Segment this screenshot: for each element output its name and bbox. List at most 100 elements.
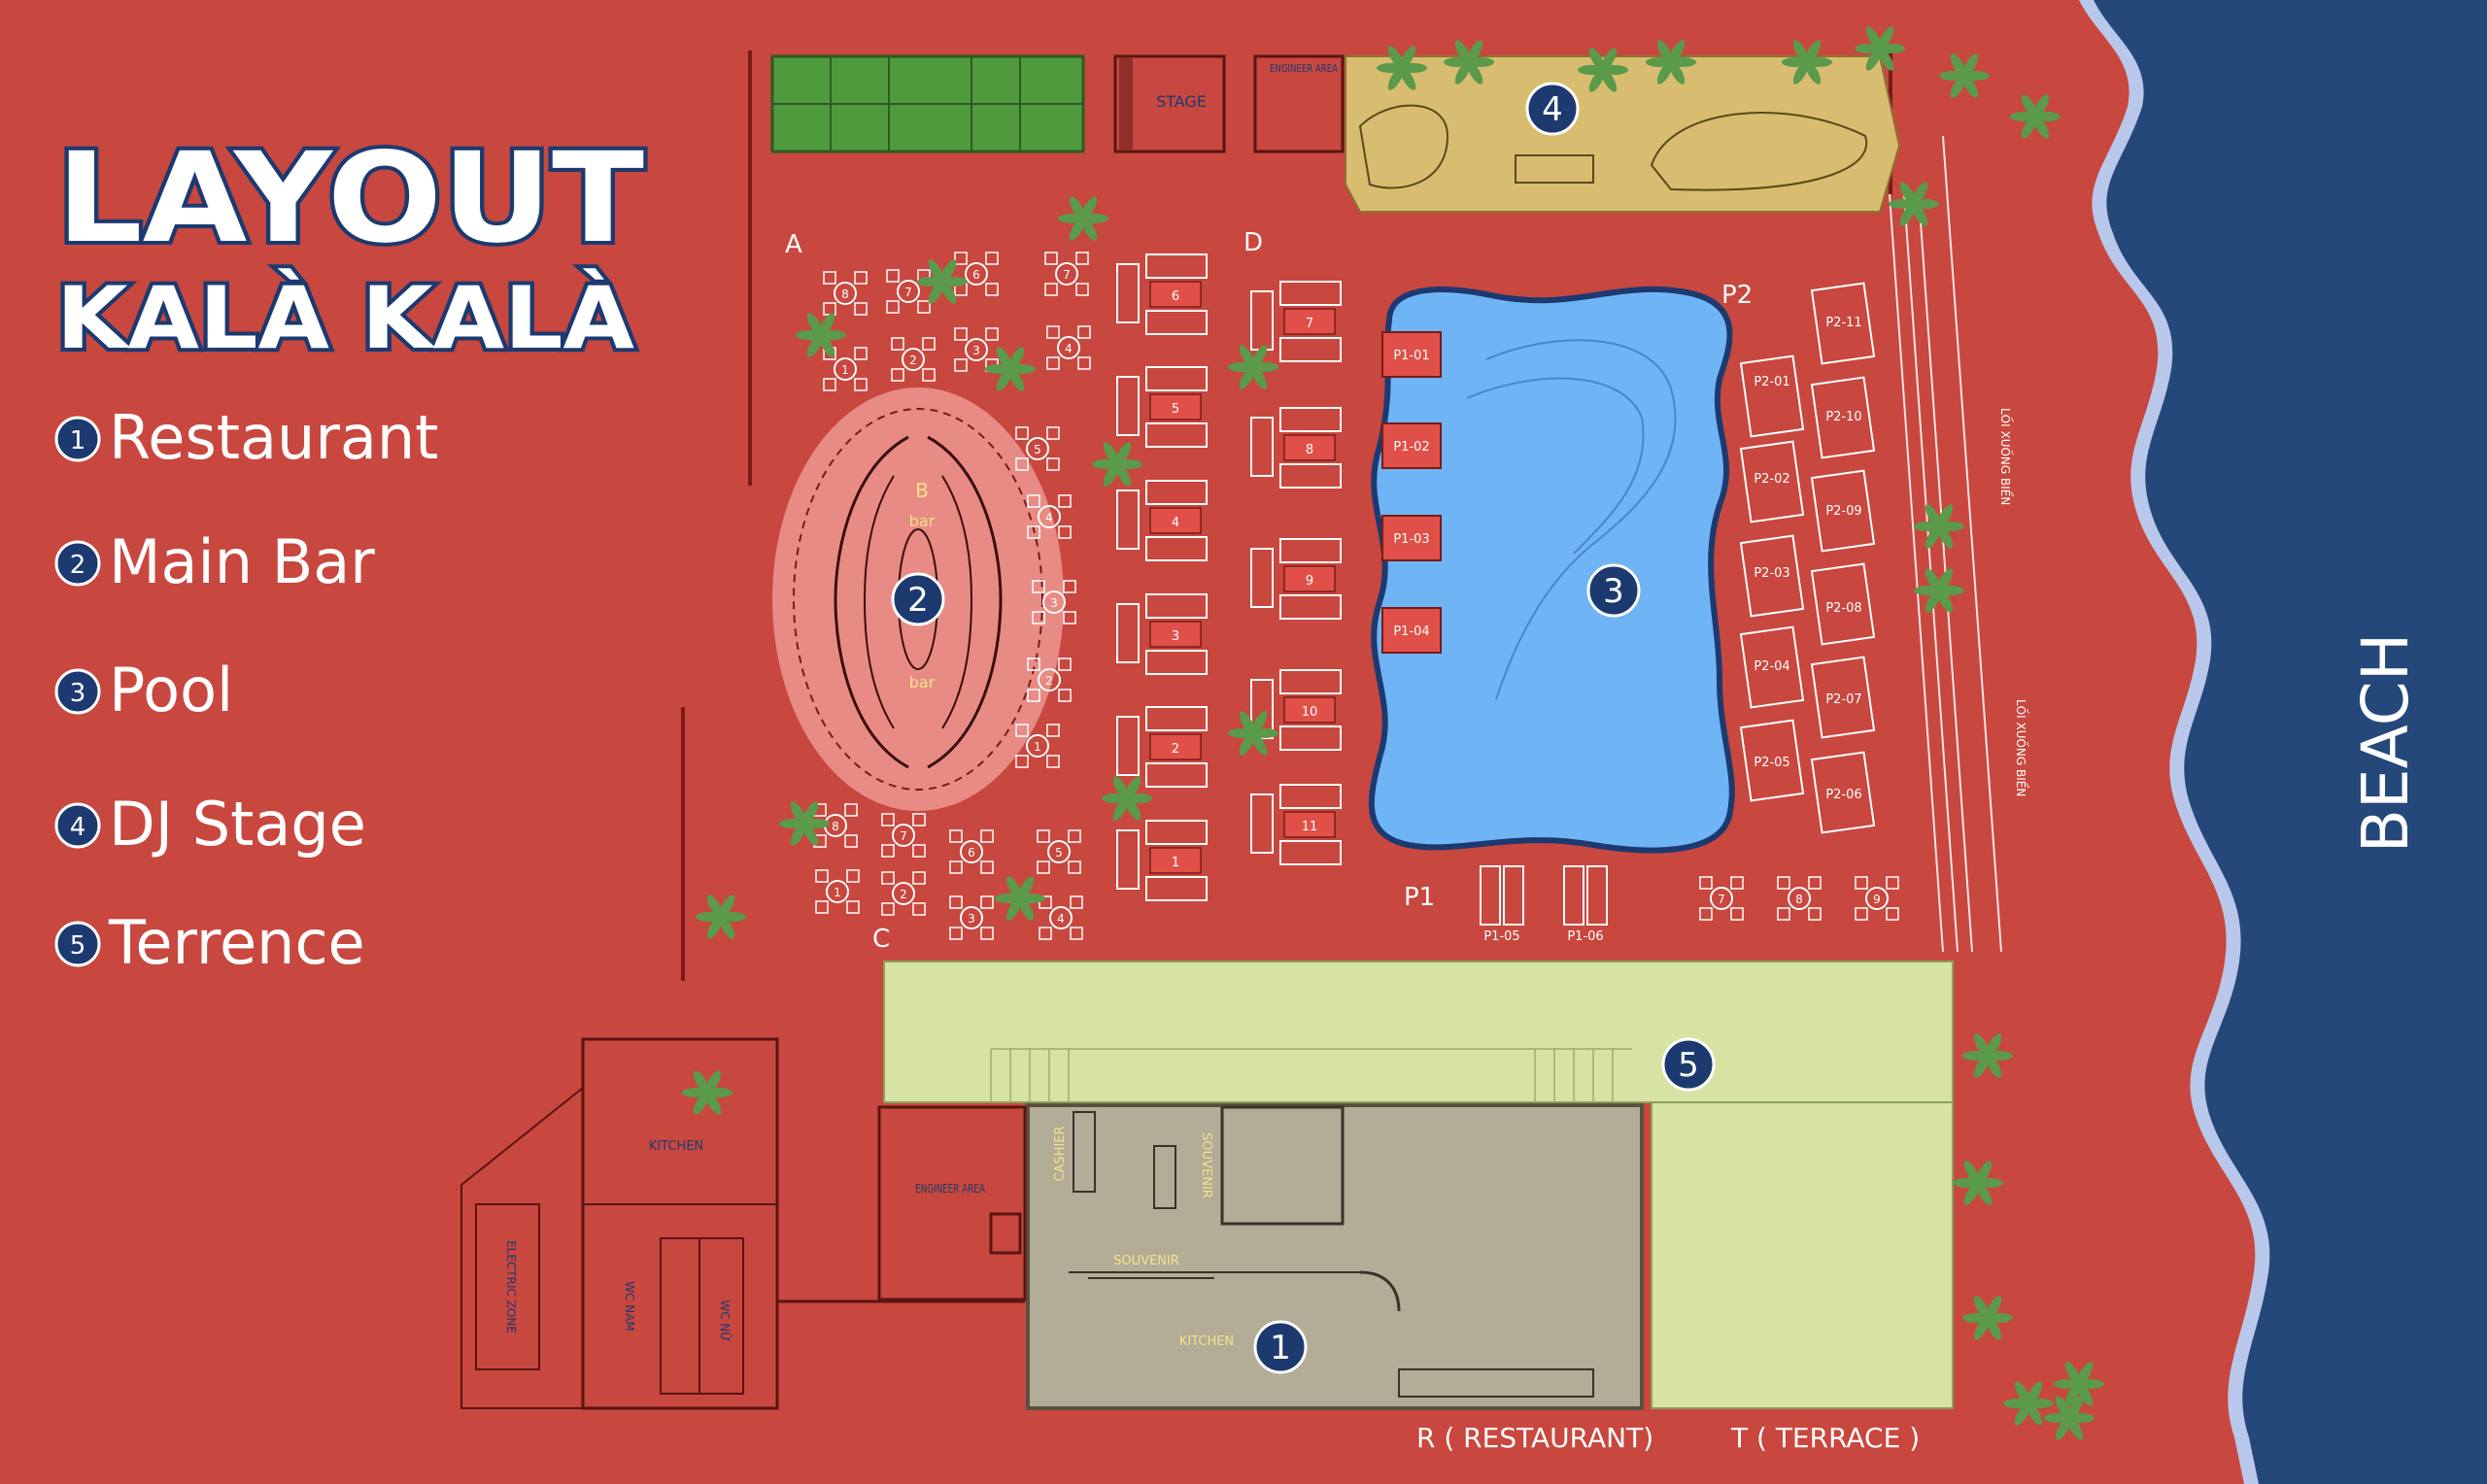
lounger-label: P2-02 xyxy=(1754,472,1789,487)
main-bar-zone[interactable]: B bar bar 2 xyxy=(772,388,1064,811)
table-bar-side-1[interactable]: 5 xyxy=(1015,426,1060,471)
table-pool-bottom-8[interactable]: 8 xyxy=(1777,876,1822,921)
table-zone-a-1[interactable]: 8 xyxy=(823,271,868,316)
wc-nu-label: WC NỮ xyxy=(718,1299,732,1341)
terrace-zone[interactable]: 5 xyxy=(883,961,1954,1409)
wc-nam-label: WC NAM xyxy=(623,1281,636,1332)
legend-number: 4 xyxy=(70,813,86,842)
table-bar-side-2[interactable]: 4 xyxy=(1027,494,1072,539)
electric-zone-label: ELECTRIC ZONE xyxy=(504,1240,518,1333)
sofa-right-11[interactable]: 11 xyxy=(1250,784,1342,865)
table-label: 4 xyxy=(1045,511,1053,524)
table-zone-a-4[interactable]: 7 xyxy=(1044,252,1089,296)
table-label: 4 xyxy=(1065,342,1073,355)
pool-zone[interactable]: 3 xyxy=(1368,286,1735,854)
lounger-p2-08[interactable]: P2-08 xyxy=(1810,562,1876,646)
legend-number: 3 xyxy=(70,679,86,708)
table-zone-a-5[interactable]: 1 xyxy=(823,347,868,391)
legend-item-pool[interactable]: 3 Pool xyxy=(54,655,233,725)
restaurant-marker: 1 xyxy=(1270,1329,1291,1367)
table-zone-c-7[interactable]: 3 xyxy=(949,895,994,940)
beach-path-label-1: LỐI XUỐNG BIỂN xyxy=(1998,408,2014,505)
sofa-right-7[interactable]: 7 xyxy=(1250,281,1342,362)
lounger-p2-09[interactable]: P2-09 xyxy=(1810,469,1876,553)
table-bar-side-4[interactable]: 2 xyxy=(1027,658,1072,702)
table-zone-c-6[interactable]: 2 xyxy=(881,871,926,916)
lounger-p2-05[interactable]: P2-05 xyxy=(1739,719,1805,802)
legend-item-restaurant[interactable]: 1 Restaurant xyxy=(54,402,438,473)
cabana-p1-02[interactable]: P1-02 xyxy=(1381,422,1442,469)
lounger-p2-06[interactable]: P2-06 xyxy=(1810,751,1876,834)
sofa-left-6[interactable]: 6 xyxy=(1116,253,1208,335)
sofa-table-label: 3 xyxy=(1172,629,1179,644)
table-label: 7 xyxy=(1718,893,1725,906)
table-zone-a-7[interactable]: 3 xyxy=(954,327,999,372)
table-zone-c-3[interactable]: 6 xyxy=(949,829,994,874)
cabana-label: P1-04 xyxy=(1393,624,1429,639)
table-bar-side-5[interactable]: 1 xyxy=(1015,724,1060,768)
dj-stage-zone[interactable]: 4 xyxy=(1345,55,1901,213)
table-zone-c-4[interactable]: 5 xyxy=(1037,829,1081,874)
table-bar-side-3[interactable]: 3 xyxy=(1032,580,1076,624)
table-zone-c-2[interactable]: 7 xyxy=(881,813,926,858)
table-label: 5 xyxy=(1055,846,1063,860)
lounger-p2-07[interactable]: P2-07 xyxy=(1810,656,1876,739)
lounger-p2-01[interactable]: P2-01 xyxy=(1739,354,1805,438)
lounger-p2-04[interactable]: P2-04 xyxy=(1739,625,1805,709)
lounger-p2-03[interactable]: P2-03 xyxy=(1739,534,1805,618)
sofa-left-4[interactable]: 4 xyxy=(1116,480,1208,561)
lounger-p1-05[interactable]: P1-05 xyxy=(1480,865,1524,944)
palm-tree-icon xyxy=(1228,711,1278,756)
cabana-p1-04[interactable]: P1-04 xyxy=(1381,607,1442,654)
table-zone-a-8[interactable]: 4 xyxy=(1046,325,1091,370)
table-label: 8 xyxy=(841,287,849,301)
sofa-left-5[interactable]: 5 xyxy=(1116,366,1208,448)
sofa-right-8[interactable]: 8 xyxy=(1250,407,1342,489)
lounger-p1-06[interactable]: P1-06 xyxy=(1563,865,1608,944)
legend-item-terrence[interactable]: 5 Terrence xyxy=(54,907,365,978)
lounger-p2-02[interactable]: P2-02 xyxy=(1739,440,1805,523)
table-zone-a-3[interactable]: 6 xyxy=(954,252,999,296)
legend: 1 Restaurant 2 Main Bar 3 Pool 4 DJ Stag… xyxy=(54,402,438,978)
sofa-right-9[interactable]: 9 xyxy=(1250,538,1342,620)
sofa-right-10[interactable]: 10 xyxy=(1250,669,1342,751)
sofa-table-label: 10 xyxy=(1302,705,1318,720)
sofa-left-1[interactable]: 1 xyxy=(1116,820,1208,901)
zone-a-label: A xyxy=(785,230,802,259)
table-label: 9 xyxy=(1873,893,1881,906)
lounger-label: P1-05 xyxy=(1483,929,1519,944)
table-zone-c-5[interactable]: 1 xyxy=(815,869,860,914)
table-label: 7 xyxy=(904,286,912,299)
cabana-label: P1-03 xyxy=(1393,532,1429,547)
green-room-zone xyxy=(770,54,1085,153)
zone-p2-label: P2 xyxy=(1721,281,1753,310)
souvenir-vertical-label: SOUVENIR xyxy=(1199,1132,1213,1198)
lounger-p2-10[interactable]: P2-10 xyxy=(1810,376,1876,459)
table-zone-c-8[interactable]: 4 xyxy=(1039,895,1083,940)
table-label: 8 xyxy=(1795,893,1803,906)
palm-tree-icon xyxy=(1953,1161,2003,1205)
sofa-left-3[interactable]: 3 xyxy=(1116,593,1208,675)
legend-item-main-bar[interactable]: 2 Main Bar xyxy=(54,526,375,597)
table-pool-bottom-7[interactable]: 7 xyxy=(1699,876,1744,921)
table-zone-a-6[interactable]: 2 xyxy=(891,337,936,382)
souvenir-horizontal-label: SOUVENIR xyxy=(1113,1254,1179,1268)
restaurant-zone[interactable]: CASHIER SOUVENIR SOUVENIR KITCHEN 1 xyxy=(1026,1103,1644,1410)
lounger-p2-11[interactable]: P2-11 xyxy=(1810,282,1876,365)
palm-tree-icon xyxy=(2044,1396,2095,1440)
table-pool-bottom-9[interactable]: 9 xyxy=(1855,876,1899,921)
cabana-p1-03[interactable]: P1-03 xyxy=(1381,515,1442,561)
sofa-table-label: 9 xyxy=(1306,574,1313,589)
sofa-left-2[interactable]: 2 xyxy=(1116,706,1208,788)
cabana-p1-01[interactable]: P1-01 xyxy=(1381,331,1442,378)
cashier-label: CASHIER xyxy=(1053,1126,1068,1181)
table-zone-a-2[interactable]: 7 xyxy=(886,269,931,314)
legend-item-dj-stage[interactable]: 4 DJ Stage xyxy=(54,789,366,860)
bottom-row-labels: R ( RESTAURANT) T ( TERRACE ) xyxy=(1416,1422,1920,1454)
palm-tree-icon xyxy=(2010,94,2061,139)
title-line-2: KALÀ KALÀ xyxy=(56,268,634,368)
bar-top-label: bar xyxy=(909,512,936,530)
beach-path-label-2: LỐI XUỐNG BIỂN xyxy=(2014,699,2029,796)
palm-tree-icon xyxy=(1855,26,1905,71)
